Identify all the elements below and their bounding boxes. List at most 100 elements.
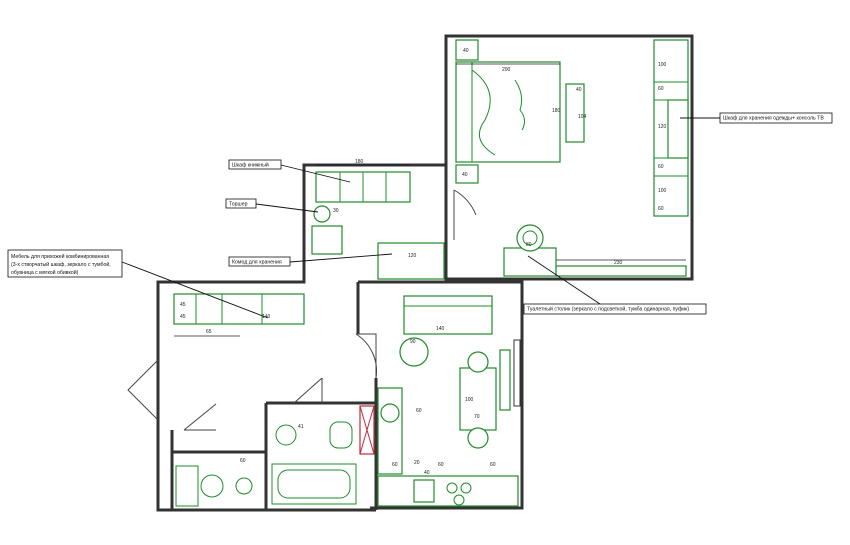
bath-furniture xyxy=(175,421,357,507)
dining-chair-top xyxy=(467,351,489,373)
dining-chair-bottom xyxy=(467,427,489,449)
dim-bench: 104 xyxy=(578,114,587,120)
living-furniture xyxy=(359,295,519,507)
toilet-wc xyxy=(200,474,224,498)
stove-plate-2 xyxy=(460,482,472,494)
labels: Шкаф книжный Торшер Комод для хранения М… xyxy=(7,112,833,315)
label-torchere-box xyxy=(225,198,257,209)
sofa xyxy=(403,295,493,335)
label-wardrobe: Шкаф для хранения одежды+ консоль ТВ xyxy=(723,116,824,122)
dim-study-w: 180 xyxy=(355,159,364,165)
dim-night-top2: 40 xyxy=(463,48,469,54)
dim-kitchen-f: 20 xyxy=(414,460,420,466)
doors xyxy=(127,189,477,431)
coffee-table xyxy=(399,337,429,367)
window xyxy=(513,339,521,407)
label-torchere: Торшер xyxy=(229,202,248,208)
door-entrance xyxy=(127,359,159,421)
dim-dining-w: 70 xyxy=(474,414,480,420)
label-hallway-1: Мебель для прихожей комбинированная xyxy=(11,253,109,260)
dim-hall-left: 65 xyxy=(206,329,212,335)
dim-bath-41: 41 xyxy=(298,424,304,430)
dim-ward-a: 100 xyxy=(658,62,667,68)
dim-ward-d: 60 xyxy=(658,164,664,170)
dim-ward-c: 120 xyxy=(658,124,667,130)
hallway-furniture xyxy=(173,293,305,325)
sink xyxy=(413,479,435,503)
label-wardrobe-box xyxy=(719,112,833,124)
dim-kitchen-e: 40 xyxy=(424,470,430,476)
label-hallway-3: обувница с мягкой обивкой) xyxy=(11,269,79,276)
dim-dining-l: 100 xyxy=(465,397,474,403)
bench xyxy=(565,83,585,143)
dim-bed-w: 200 xyxy=(502,67,511,73)
vanity-mirror xyxy=(516,224,544,252)
label-vanity: Туалетный столик (зеркало с подсветкой, … xyxy=(527,306,689,313)
label-bookshelf-box xyxy=(228,159,282,170)
nightstand-bottom xyxy=(455,164,479,184)
dim-vanity-d: 80 xyxy=(526,242,532,248)
dim-table-round: 90 xyxy=(410,339,416,345)
label-storage-box xyxy=(228,256,291,267)
dim-kitchen-a: 60 xyxy=(416,408,422,414)
vanity-mirror-inner xyxy=(522,230,538,246)
bathtub-inner xyxy=(277,469,351,499)
armchair xyxy=(311,225,343,255)
dim-hall-a: 45 xyxy=(180,302,186,308)
dim-ward-f: 60 xyxy=(658,206,664,212)
label-storage: Комод для хранения xyxy=(232,260,282,266)
bed xyxy=(455,61,561,163)
dining-table xyxy=(459,367,497,431)
toilet-bath xyxy=(329,421,353,449)
dim-kitchen-c: 60 xyxy=(438,462,444,468)
leaders xyxy=(121,117,720,319)
label-vanity-box xyxy=(523,303,707,315)
door-bath xyxy=(293,377,323,404)
bathtub xyxy=(271,463,357,505)
leader-vanity xyxy=(527,255,601,305)
tv-console xyxy=(667,99,689,159)
washer xyxy=(175,465,199,507)
fridge-cross xyxy=(359,405,375,455)
label-hallway-2: (3-х створчатый шкаф, зеркало с тумбой, xyxy=(11,261,111,268)
bed-blanket xyxy=(471,69,496,156)
dim-ward-b: 60 xyxy=(658,86,664,92)
torchere xyxy=(313,205,331,223)
vanity-table xyxy=(503,247,557,277)
radiator-living xyxy=(499,349,511,411)
dim-kitchen-b: 60 xyxy=(392,462,398,468)
dim-bookshelf-d: 30 xyxy=(333,208,339,214)
hob xyxy=(380,403,400,423)
dim-ward-e: 100 xyxy=(658,188,667,194)
radiator-bedroom xyxy=(555,265,687,277)
label-bookshelf: Шкаф книжный xyxy=(232,162,269,169)
dim-night-top: 40 xyxy=(576,87,582,93)
leader-torchere xyxy=(255,203,319,213)
stove-plate-3 xyxy=(453,494,465,506)
dim-bedroom-w: 230 xyxy=(614,260,623,266)
leader-hallway xyxy=(121,261,269,319)
study-furniture xyxy=(311,171,445,280)
bath-sink xyxy=(275,424,297,446)
dim-kitchen-d: 60 xyxy=(490,462,496,468)
dim-sofa-w: 140 xyxy=(436,326,445,332)
sofa-back xyxy=(403,295,493,307)
nightstand-top xyxy=(455,39,479,61)
leader-bookshelf xyxy=(280,164,351,183)
stove-plate-1 xyxy=(446,482,458,494)
sink-wc xyxy=(235,477,253,495)
dim-storage-w: 120 xyxy=(408,253,417,259)
kitchen-bottom xyxy=(377,475,519,507)
bed-headboard xyxy=(455,61,473,163)
door-living xyxy=(355,333,377,379)
dim-bed-side: 40 xyxy=(462,172,468,178)
bedroom-furniture xyxy=(455,39,689,277)
dim-hall-b: 45 xyxy=(180,314,186,320)
hallway-unit xyxy=(173,293,305,325)
door-study xyxy=(453,189,477,240)
door-wc xyxy=(183,403,217,431)
bed-throw xyxy=(514,79,526,131)
dim-bed-l: 180 xyxy=(552,108,561,114)
dim-bath-60: 60 xyxy=(240,458,246,464)
